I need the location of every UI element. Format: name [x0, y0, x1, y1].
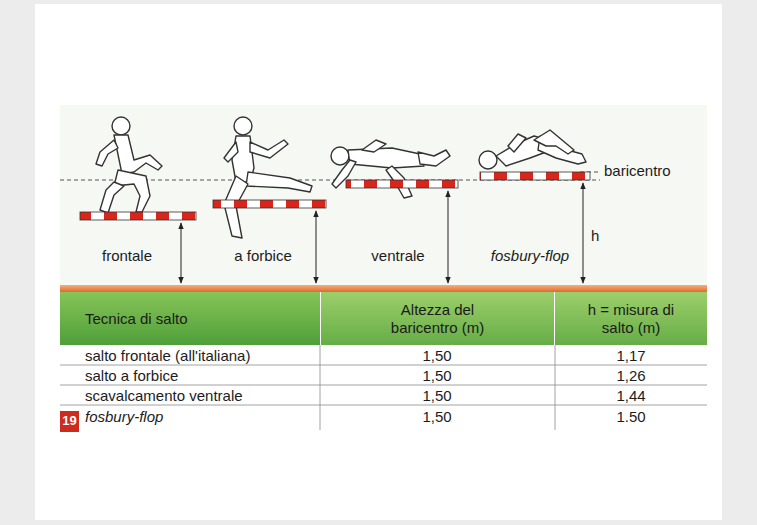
table-cell: 1.50 — [616, 408, 645, 425]
table-cell: 1,44 — [616, 387, 645, 404]
figure-number: 19 — [60, 411, 79, 432]
header-text: h = misura di salto (m) — [576, 301, 686, 336]
table-cell: 1,50 — [422, 347, 451, 364]
crossbar — [480, 172, 590, 180]
table-header-cell: h = misura di salto (m) — [555, 292, 707, 345]
jump-name: frontale — [102, 247, 152, 264]
crossbar — [213, 200, 326, 208]
header-text: Altezza del baricentro (m) — [368, 301, 508, 336]
table-cell: scavalcamento ventrale — [85, 387, 243, 404]
jump-name: a forbice — [234, 247, 292, 264]
height-arrow — [316, 211, 317, 283]
table-cell: salto a forbice — [85, 367, 178, 384]
table-cell: 1,26 — [616, 367, 645, 384]
height-arrows — [181, 183, 583, 283]
crossbars — [80, 172, 590, 220]
table-header-cell: Tecnica di salto — [60, 292, 320, 345]
height-symbol: h — [591, 227, 599, 244]
table-cell: 1,50 — [422, 367, 451, 384]
table-cell: fosbury-flop — [85, 408, 163, 425]
picture-ground — [60, 105, 707, 287]
crossbar — [80, 212, 196, 220]
figure-number-text: 19 — [62, 414, 76, 429]
header-text: Tecnica di salto — [85, 310, 188, 327]
table-rules — [60, 345, 707, 430]
table-header-cell: Altezza del baricentro (m) — [320, 292, 555, 345]
height-arrow — [583, 183, 584, 283]
jump-name: ventrale — [371, 247, 424, 264]
centre-of-mass-label: baricentro — [604, 162, 671, 179]
table-cell: salto frontale (all'italiana) — [85, 347, 250, 364]
jump-name: fosbury-flop — [491, 247, 569, 264]
height-arrow — [448, 191, 449, 283]
page-panel — [35, 4, 722, 520]
table-cell: 1,50 — [422, 408, 451, 425]
crossbar — [346, 180, 458, 188]
height-arrow — [181, 223, 182, 283]
table-cell: 1,50 — [422, 387, 451, 404]
table-cell: 1,17 — [616, 347, 645, 364]
ground-line — [60, 285, 707, 292]
